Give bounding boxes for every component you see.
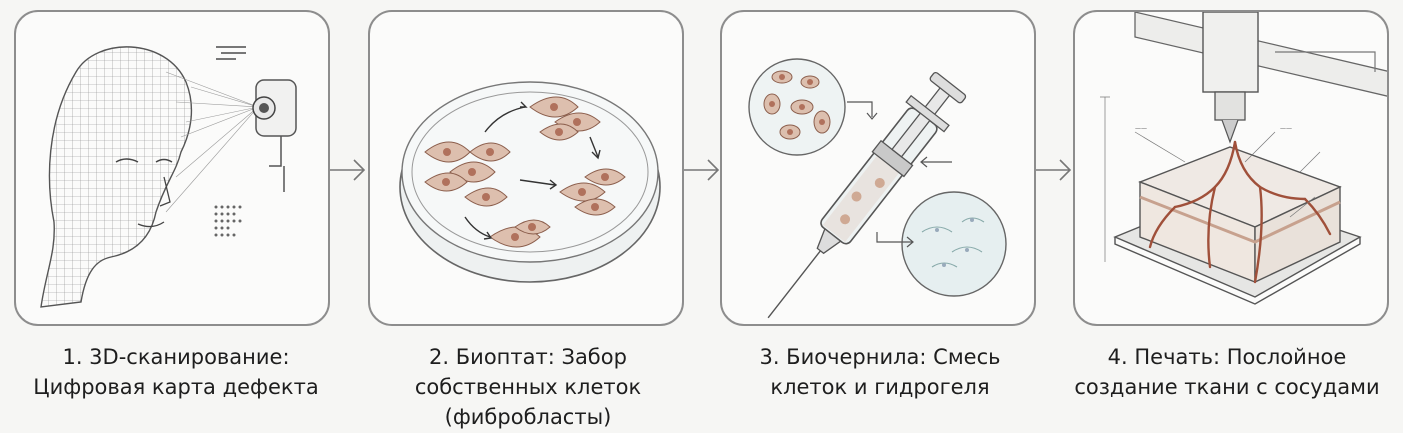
face-mesh-icon (40, 46, 297, 308)
panel-3d-scanning (14, 10, 330, 326)
arrow-right-icon (684, 159, 720, 181)
arrow-right-icon (1036, 159, 1072, 181)
panel-biopsy (368, 10, 684, 326)
step-2-caption: 2. Биоптат: Забор собственных клеток (фи… (352, 342, 704, 432)
arrow-right-icon (330, 159, 366, 181)
caption-line: Цифровая карта дефекта (33, 375, 319, 399)
caption-line: 3. Биочернила: Смесь (759, 345, 1001, 369)
step-4-caption: 4. Печать: Послойное создание ткани с со… (1051, 342, 1403, 402)
scanner-camera-icon (252, 79, 297, 192)
panel-printing: —— —— (1073, 10, 1389, 326)
step-1-caption: 1. 3D-сканирование: Цифровая карта дефек… (0, 342, 352, 402)
caption-line: 2. Биоптат: Забор (429, 345, 627, 369)
printer-head-icon (1134, 12, 1387, 144)
step-3-caption: 3. Биочернила: Смесь клеток и гидрогеля (704, 342, 1056, 402)
caption-line: (фибробласты) (444, 405, 612, 429)
caption-line: клеток и гидрогеля (770, 375, 990, 399)
svg-text:——: —— (1135, 125, 1147, 132)
panel-bioink (720, 10, 1036, 326)
syringe-icon (748, 58, 1007, 319)
petri-dish-icon (399, 81, 661, 283)
cell-cluster (424, 96, 626, 248)
caption-line: создание ткани с сосудами (1074, 375, 1380, 399)
tissue-block-icon: —— —— (1100, 12, 1387, 305)
caption-line: собственных клеток (414, 375, 642, 399)
caption-line: 1. 3D-сканирование: (62, 345, 290, 369)
caption-line: 4. Печать: Послойное (1107, 345, 1347, 369)
svg-text:——: —— (1280, 125, 1292, 132)
